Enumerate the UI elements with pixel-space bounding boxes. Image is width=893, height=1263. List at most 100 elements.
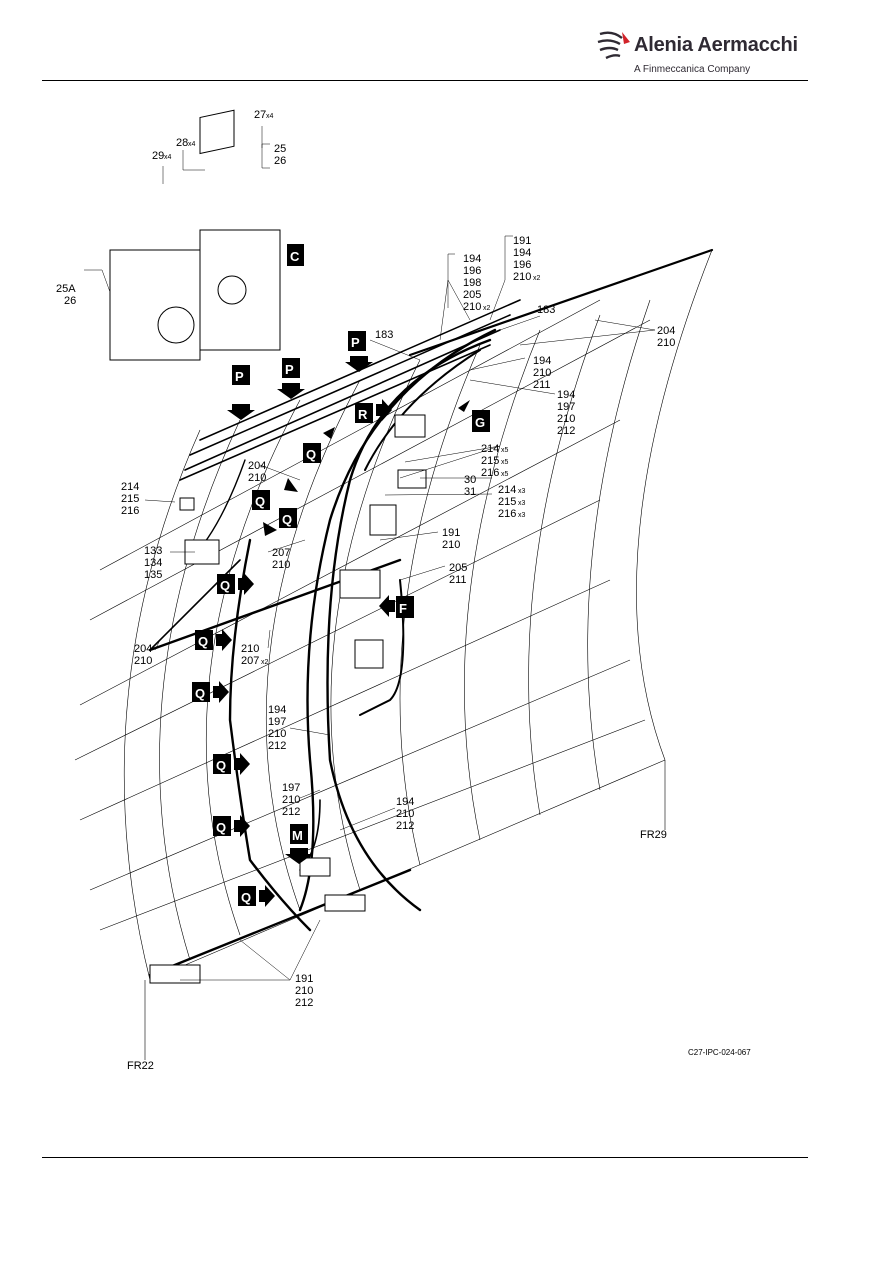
callout-214-left: 214 [121, 481, 139, 493]
view-letter-m: M [292, 828, 303, 843]
callout-207-b: 207 [241, 655, 259, 667]
callout-191-bottom: 191 [295, 973, 313, 985]
callout-214-x5: 214 [481, 443, 499, 455]
view-letter-q6: Q [195, 686, 205, 701]
connector-lower [354, 639, 384, 669]
callout-211-205: 211 [449, 574, 467, 586]
connector-m [299, 857, 331, 877]
view-letter-f: F [399, 601, 407, 616]
callout-212-b: 212 [557, 425, 575, 437]
callout-212-197: 212 [282, 806, 300, 818]
callout-212-194: 212 [396, 820, 414, 832]
callout-27-qty: x4 [266, 113, 274, 120]
view-letter-g: G [475, 415, 485, 430]
callout-134: 134 [144, 557, 162, 569]
callout-133: 133 [144, 545, 162, 557]
callout-197-b: 197 [557, 401, 575, 413]
swoosh-logo-icon [597, 31, 630, 60]
footer-rule [42, 1157, 808, 1158]
view-letter-p3: P [235, 369, 244, 384]
arrow-right-icon [238, 573, 254, 595]
company-logo: Alenia Aermacchi A Finmeccanica Company [596, 26, 798, 82]
callout-215-x3: 215 [498, 496, 516, 508]
arrow-right-icon [216, 629, 232, 651]
callout-204-right: 204 [657, 325, 675, 337]
view-letter-r: R [358, 407, 368, 422]
logo-subtitle: A Finmeccanica Company [634, 64, 751, 75]
callout-216-x3-qty: x3 [518, 512, 526, 519]
view-letter-q7: Q [216, 758, 226, 773]
view-letter-q9: Q [241, 890, 251, 905]
view-letter-p2: P [285, 362, 294, 377]
callout-210-bottom: 210 [295, 985, 313, 997]
callout-c2-194: 194 [513, 247, 531, 259]
callout-28-qty: x4 [188, 141, 196, 148]
arrow-right-icon [213, 681, 229, 703]
arrow-left-icon [323, 427, 335, 439]
callout-194-mid: 194 [268, 704, 286, 716]
callouts: 27 x4 28 x4 29 x4 25 26 25A 26 194 196 1… [56, 109, 751, 1072]
callout-210-b207: 210 [241, 643, 259, 655]
callout-191-mid: 191 [442, 527, 460, 539]
callout-207: 207 [272, 547, 290, 559]
callout-29-qty: x4 [164, 154, 172, 161]
harness-cables [148, 248, 714, 977]
callout-207-qty: x2 [261, 659, 269, 666]
frame-label-fr22: FR22 [127, 1060, 154, 1072]
callout-c1-194: 194 [463, 253, 481, 265]
callout-25: 25 [274, 143, 286, 155]
callout-216-x3: 216 [498, 508, 516, 520]
view-tags: C P P P R G Q Q Q Q Q Q F Q Q M Q [192, 244, 490, 906]
arrow-left-icon [458, 400, 470, 412]
arrow-right-icon [234, 815, 250, 837]
callout-c1-qty: x2 [483, 305, 491, 312]
callout-183-right: 183 [537, 304, 555, 316]
callout-205: 205 [449, 562, 467, 574]
callout-210-mid2: 210 [268, 728, 286, 740]
arrow-down-icon [285, 848, 313, 864]
callout-26-left: 26 [64, 295, 76, 307]
view-letter-q5: Q [198, 634, 208, 649]
callout-c2-196: 196 [513, 259, 531, 271]
callout-210-a: 210 [533, 367, 551, 379]
view-letter-p1: P [351, 335, 360, 350]
callout-194-a: 194 [533, 355, 551, 367]
callout-210-low: 210 [134, 655, 152, 667]
mounting-bracket [199, 109, 235, 155]
callout-210-194: 210 [396, 808, 414, 820]
arrow-down-icon [227, 404, 255, 420]
callout-212-mid: 212 [268, 740, 286, 752]
callout-215-x5: 215 [481, 455, 499, 467]
connector-r [394, 414, 426, 438]
callout-214-x3-qty: x3 [518, 488, 526, 495]
header-rule [42, 80, 808, 81]
connector-bottom [324, 894, 366, 912]
callout-210-mid: 210 [248, 472, 266, 484]
arrow-right-icon [263, 522, 277, 536]
arrow-down-icon [284, 478, 298, 492]
callout-204-mid: 204 [248, 460, 266, 472]
logo-name: Alenia Aermacchi [634, 34, 798, 56]
view-letter-q4: Q [220, 578, 230, 593]
callout-26: 26 [274, 155, 286, 167]
callout-183-left: 183 [375, 329, 393, 341]
callout-c1-210: 210 [463, 301, 481, 313]
arrow-right-icon [259, 885, 275, 907]
callout-210-right: 210 [657, 337, 675, 349]
connector-mid [339, 569, 381, 599]
callout-216-left: 216 [121, 505, 139, 517]
connector-214 [179, 497, 195, 511]
callout-194-b: 194 [557, 389, 575, 401]
callout-27: 27 [254, 109, 266, 121]
connector-30 [397, 469, 427, 489]
leader-lines [84, 126, 656, 981]
callout-210-b: 210 [557, 413, 575, 425]
callout-210-191: 210 [442, 539, 460, 551]
callout-29: 29 [152, 150, 164, 162]
view-letter-q8: Q [216, 820, 226, 835]
callout-197-low: 197 [282, 782, 300, 794]
callout-216-x5: 216 [481, 467, 499, 479]
callout-31: 31 [464, 486, 476, 498]
callout-c1-198: 198 [463, 277, 481, 289]
